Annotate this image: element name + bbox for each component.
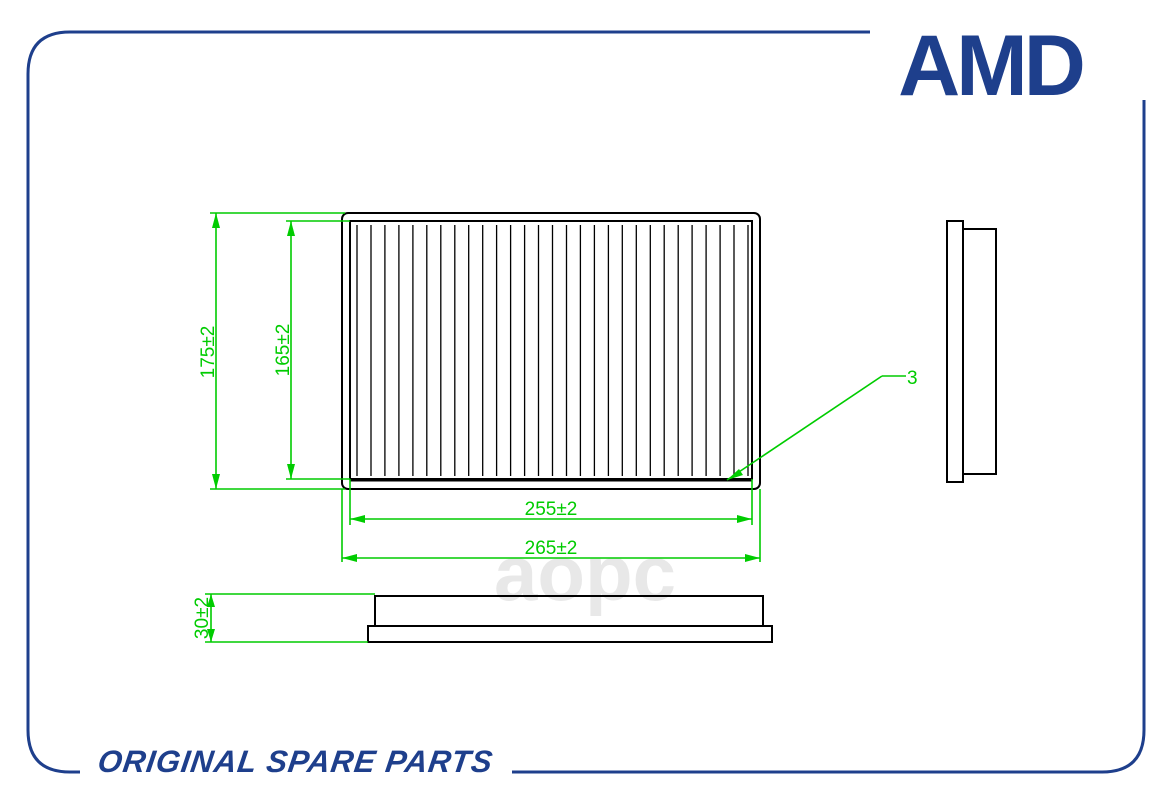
frame-border [26, 30, 1146, 774]
dim-inner-height-label: 165±2 [273, 324, 294, 377]
dim-outer-height-label: 175±2 [198, 326, 219, 379]
filter-bottom-view [367, 595, 773, 643]
dim-outer-width-label: 265±2 [525, 538, 578, 559]
brand-logo: AMD [898, 18, 1087, 114]
filter-side-view [946, 220, 997, 483]
callout-label: 3 [907, 368, 918, 389]
footer-slogan: ORIGINAL SPARE PARTS [89, 744, 502, 780]
watermark-text: аорс [494, 529, 676, 617]
filter-pleats [356, 225, 749, 476]
brand-logo-text: AMD [898, 18, 1083, 114]
filter-front-view [341, 212, 761, 490]
filter-outer-frame [341, 212, 761, 490]
dim-thickness-label: 30±2 [192, 597, 213, 639]
dimension-lines [205, 212, 906, 643]
dim-inner-width-label: 255±2 [525, 499, 578, 520]
